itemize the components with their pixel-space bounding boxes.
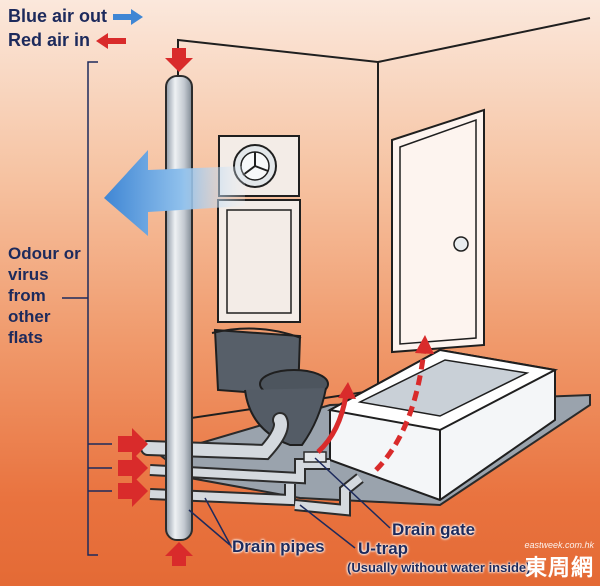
legend-blue-label: Blue air out [8, 6, 108, 26]
arrow-right-icon [113, 8, 144, 25]
drain-pipes-graphic [140, 412, 364, 517]
odour-bracket [87, 61, 98, 556]
legend-red-label: Red air in [8, 30, 91, 50]
drain-gate-label: Drain gate [392, 520, 476, 539]
red-air-in-arrows [118, 48, 193, 566]
bathtub [327, 348, 559, 502]
legend-blue: Blue air out [8, 6, 144, 27]
arrow-left-icon [96, 32, 127, 49]
leader-lines [188, 457, 391, 549]
exhaust-fan-icon [218, 135, 300, 197]
watermark-name: 東周網 [524, 555, 594, 581]
legend-red: Red air in [8, 30, 127, 51]
u-trap-note: (Usually without water inside) [347, 560, 531, 575]
toilet [211, 327, 329, 446]
bathroom-window [217, 199, 301, 323]
door-knob-icon [453, 236, 469, 252]
odour-arrowheads [338, 335, 434, 399]
drain-pipes-label: Drain pipes [232, 537, 325, 556]
bracket-ticks [62, 297, 112, 492]
watermark-site: eastweek.com.hk [524, 540, 594, 550]
odour-rising-arrows [316, 349, 427, 472]
odour-label: Odour or virus from other flats [8, 244, 81, 347]
u-trap-label: U-trap [358, 539, 409, 558]
door [391, 108, 485, 354]
watermark: eastweek.com.hk 東周網 [524, 540, 594, 582]
drain-gate-grate [303, 451, 327, 463]
blue-air-out-arrow [104, 150, 245, 236]
vertical-stack-pipe [165, 75, 193, 541]
